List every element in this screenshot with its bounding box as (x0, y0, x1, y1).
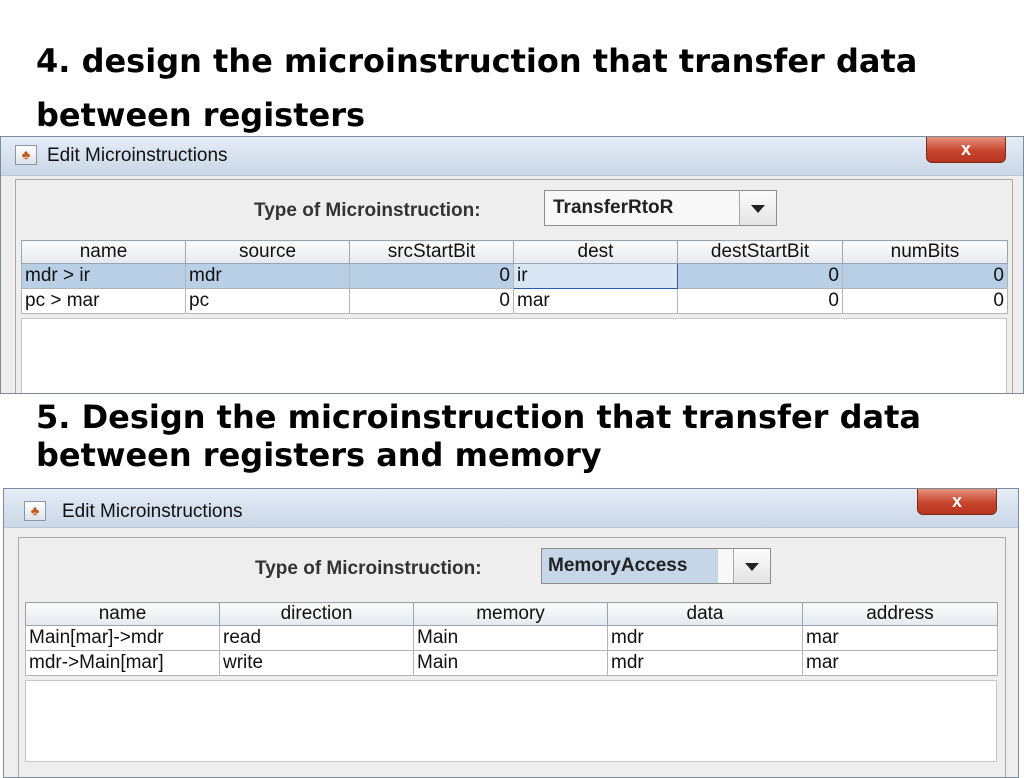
type-select-value: MemoryAccess (542, 549, 718, 583)
cell-name[interactable]: mdr->Main[mar] (25, 650, 220, 676)
cell-srcstartbit[interactable]: 0 (349, 263, 514, 289)
column-header-data[interactable]: data (607, 602, 803, 626)
microinstruction-panel: Type of Microinstruction: TransferRtoR n… (15, 179, 1013, 393)
cell-data[interactable]: mdr (607, 650, 803, 676)
cell-dest[interactable]: mar (513, 288, 678, 314)
cell-name[interactable]: pc > mar (21, 288, 186, 314)
slide-heading-4: 4. design the microinstruction that tran… (36, 34, 917, 142)
slide-heading-4-line2: between registers (36, 96, 366, 134)
type-of-microinstruction-select[interactable]: TransferRtoR (544, 190, 777, 226)
close-icon: x (951, 491, 962, 511)
table-header-row: name source srcStartBit dest destStartBi… (21, 240, 1008, 264)
edit-microinstructions-window-transfer: ♣ Edit Microinstructions x Type of Micro… (0, 136, 1024, 394)
edit-microinstructions-window-memory: ♣ Edit Microinstructions x Type of Micro… (3, 488, 1019, 778)
table-header-row: name direction memory data address (25, 602, 998, 626)
table-row[interactable]: pc > mar pc 0 mar 0 0 (21, 288, 1008, 314)
cell-data[interactable]: mdr (607, 625, 803, 651)
cell-direction[interactable]: write (219, 650, 414, 676)
table-row[interactable]: Main[mar]->mdr read Main mdr mar (25, 625, 998, 651)
table-row[interactable]: mdr->Main[mar] write Main mdr mar (25, 650, 998, 676)
close-icon: x (960, 139, 971, 159)
column-header-memory[interactable]: memory (413, 602, 608, 626)
cell-source[interactable]: pc (185, 288, 350, 314)
microinstruction-panel: Type of Microinstruction: MemoryAccess n… (18, 537, 1006, 777)
cell-memory[interactable]: Main (413, 650, 608, 676)
microinstruction-table: name source srcStartBit dest destStartBi… (21, 240, 1008, 314)
column-header-name[interactable]: name (25, 602, 220, 626)
slide-heading-5-line2: between registers and memory (36, 436, 602, 474)
cell-source[interactable]: mdr (185, 263, 350, 289)
java-app-icon: ♣ (24, 501, 46, 521)
column-header-srcstartbit[interactable]: srcStartBit (349, 240, 514, 264)
column-header-name[interactable]: name (21, 240, 186, 264)
window-title: Edit Microinstructions (47, 145, 228, 166)
slide-heading-5-line1: 5. Design the microinstruction that tran… (36, 398, 921, 436)
chevron-down-icon[interactable] (739, 191, 776, 225)
close-button[interactable]: x (926, 137, 1006, 163)
column-header-source[interactable]: source (185, 240, 350, 264)
cell-address[interactable]: mar (802, 625, 998, 651)
type-of-microinstruction-label: Type of Microinstruction: (255, 558, 482, 579)
cell-deststartbit[interactable]: 0 (677, 288, 843, 314)
cell-address[interactable]: mar (802, 650, 998, 676)
cell-direction[interactable]: read (219, 625, 414, 651)
slide-heading-4-line1: 4. design the microinstruction that tran… (36, 42, 918, 80)
cell-name[interactable]: Main[mar]->mdr (25, 625, 220, 651)
column-header-numbits[interactable]: numBits (842, 240, 1008, 264)
cell-memory[interactable]: Main (413, 625, 608, 651)
column-header-deststartbit[interactable]: destStartBit (677, 240, 843, 264)
cell-srcstartbit[interactable]: 0 (349, 288, 514, 314)
chevron-down-icon[interactable] (733, 549, 770, 583)
type-of-microinstruction-select[interactable]: MemoryAccess (541, 548, 771, 584)
column-header-address[interactable]: address (802, 602, 998, 626)
cell-dest[interactable]: ir (513, 263, 678, 289)
window-titlebar: ♣ Edit Microinstructions x (4, 489, 1018, 528)
type-select-value: TransferRtoR (553, 197, 674, 218)
java-app-icon: ♣ (15, 145, 37, 165)
close-button[interactable]: x (917, 489, 997, 515)
table-empty-area (25, 680, 997, 762)
cell-numbits[interactable]: 0 (842, 288, 1008, 314)
column-header-direction[interactable]: direction (219, 602, 414, 626)
slide-heading-5: 5. Design the microinstruction that tran… (36, 398, 921, 474)
window-titlebar: ♣ Edit Microinstructions x (1, 137, 1023, 176)
cell-deststartbit[interactable]: 0 (677, 263, 843, 289)
microinstruction-table: name direction memory data address Main[… (25, 602, 998, 676)
cell-numbits[interactable]: 0 (842, 263, 1008, 289)
cell-name[interactable]: mdr > ir (21, 263, 186, 289)
column-header-dest[interactable]: dest (513, 240, 678, 264)
type-of-microinstruction-label: Type of Microinstruction: (254, 200, 481, 221)
table-empty-area (21, 318, 1007, 393)
window-title: Edit Microinstructions (62, 501, 243, 522)
table-row[interactable]: mdr > ir mdr 0 ir 0 0 (21, 263, 1008, 289)
